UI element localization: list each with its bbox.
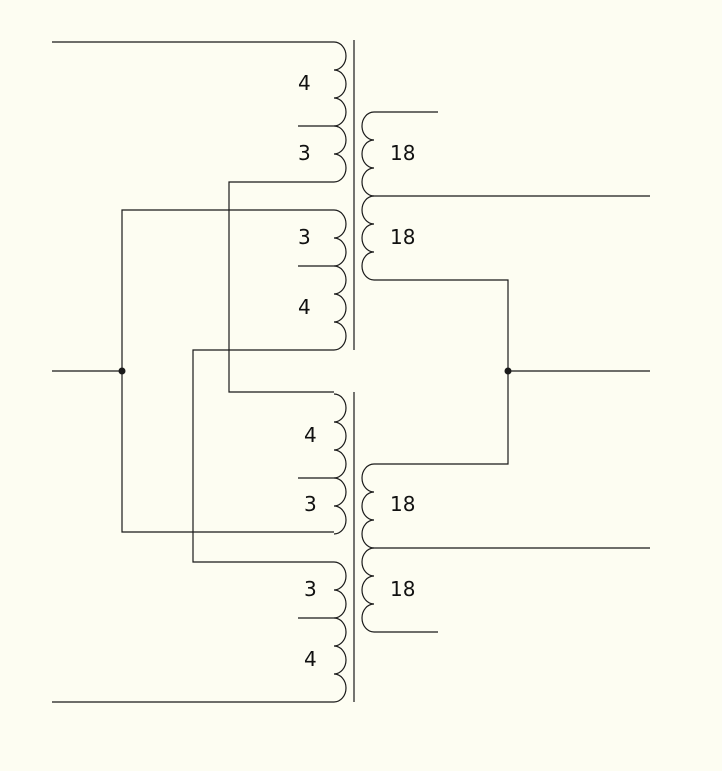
lower-primary-turns-3: 3 (304, 577, 317, 601)
lower-primary-turns-2: 3 (304, 492, 317, 516)
upper-secondary-turns-2: 18 (390, 225, 415, 249)
lower-primary-turns-1: 4 (304, 423, 317, 447)
lower-primary-turns-4: 4 (304, 647, 317, 671)
lower-secondary-winding-1: 18 (361, 463, 415, 549)
cross-wire-b (121, 209, 334, 533)
lower-secondary-winding-2: 18 (361, 547, 415, 633)
secondary-center-wire (374, 279, 509, 465)
lower-primary-winding-4: 4 (304, 617, 347, 703)
upper-secondary-turns-1: 18 (390, 141, 415, 165)
left-junction-dot (118, 367, 126, 375)
upper-primary-winding-1: 4 (298, 41, 347, 127)
lower-primary-winding-1: 4 (304, 393, 347, 479)
upper-secondary-winding-2: 18 (361, 195, 415, 281)
right-junction-dot (504, 367, 512, 375)
upper-primary-winding-2: 3 (298, 125, 347, 183)
lower-primary-winding-2: 3 (304, 477, 347, 535)
lower-secondary-turns-2: 18 (390, 577, 415, 601)
upper-primary-turns-4: 4 (298, 295, 311, 319)
upper-primary-turns-2: 3 (298, 141, 311, 165)
lower-primary-winding-3: 3 (304, 561, 347, 619)
lower-secondary-turns-1: 18 (390, 492, 415, 516)
upper-primary-winding-4: 4 (298, 265, 347, 351)
upper-primary-turns-1: 4 (298, 71, 311, 95)
cross-wire-a (228, 181, 334, 393)
upper-primary-winding-3: 3 (298, 209, 347, 267)
upper-secondary-winding-1: 18 (361, 111, 415, 197)
upper-primary-turns-3: 3 (298, 225, 311, 249)
cross-wire-c (192, 349, 334, 563)
